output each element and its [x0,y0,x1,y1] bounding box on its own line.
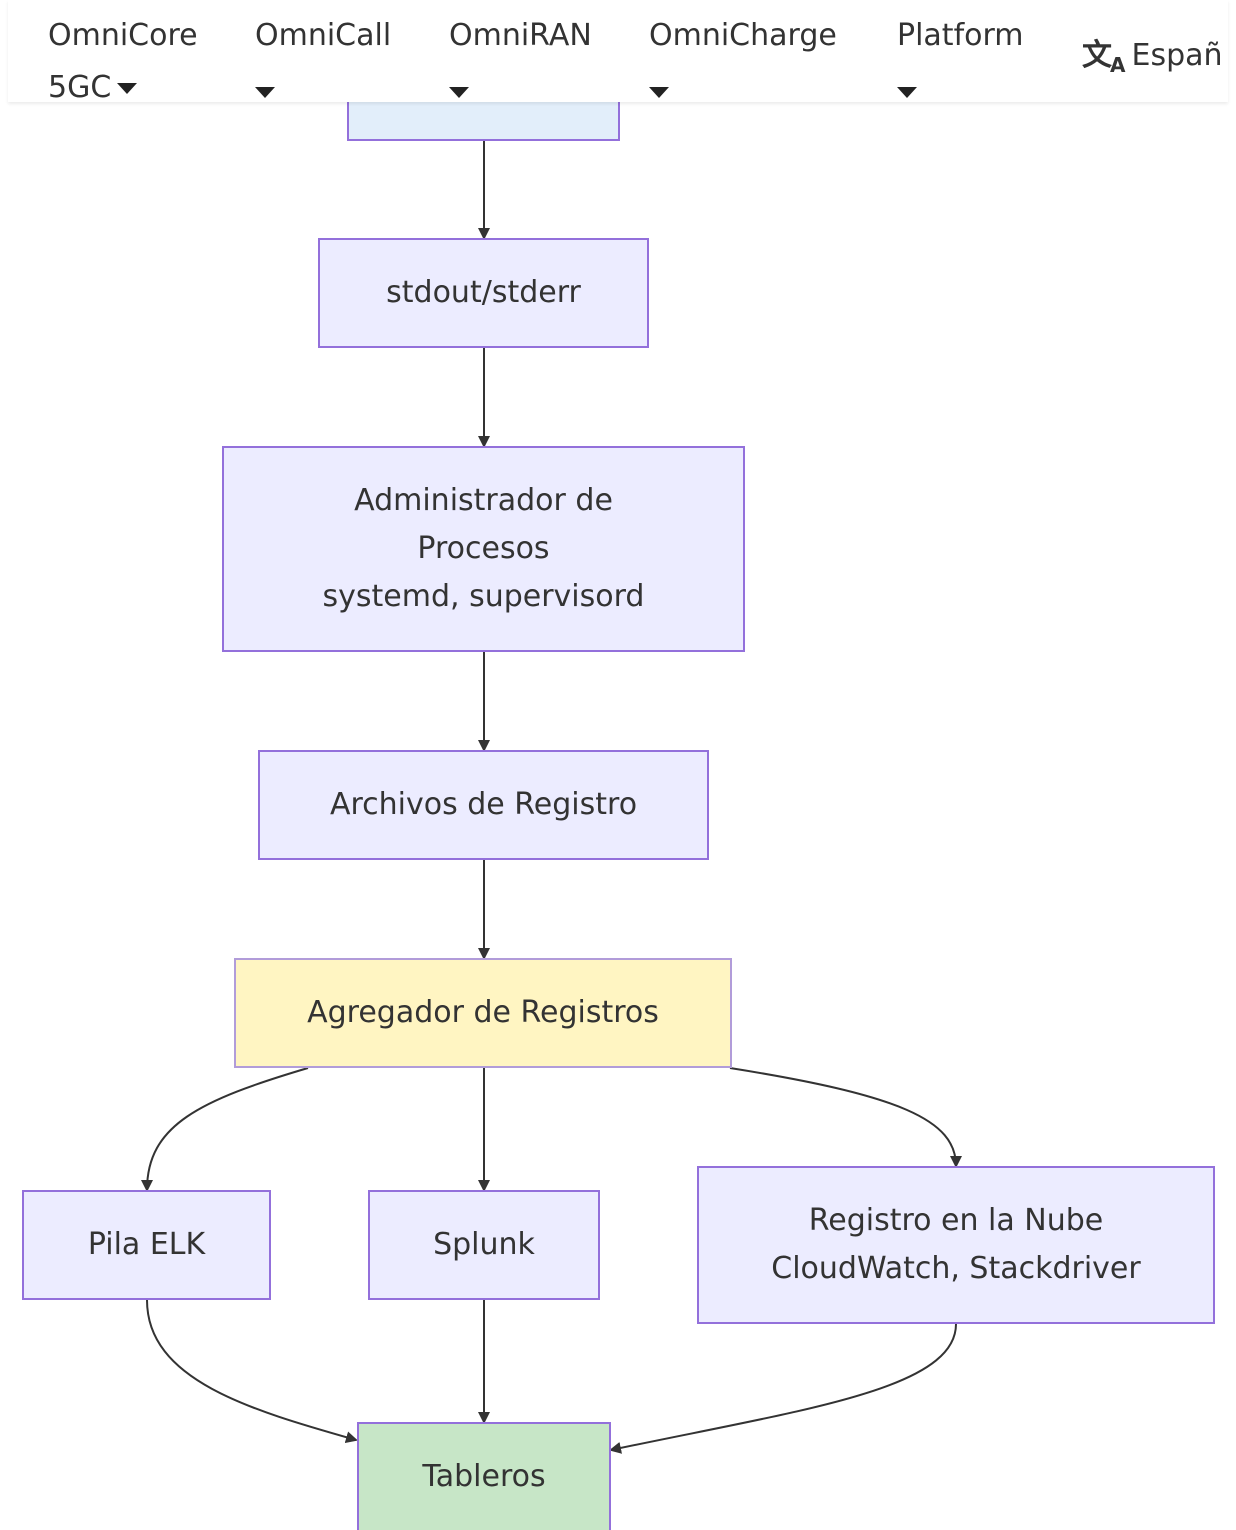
process-manager-node-label: Administrador de Procesos systemd, super… [322,483,645,614]
nav-omnicharge-label: OmniCharge [649,18,837,53]
nav-platform-label: Platform [897,18,1024,53]
splunk-node-label: Splunk [433,1227,535,1262]
edge-elk-to-dashboards [146,1299,358,1444]
chevron-down-icon [255,87,275,98]
cloud-logging-node-label: Registro en la Nube CloudWatch, Stackdri… [771,1203,1141,1286]
nav-platform[interactable]: Platform [897,10,1024,114]
splunk-node: Splunk [368,1190,600,1300]
log-files-node: Archivos de Registro [258,750,709,860]
dashboards-node: Tableros [357,1422,611,1530]
language-label: Españ [1131,38,1223,73]
log-files-node-label: Archivos de Registro [329,787,638,822]
elk-node: Pila ELK [22,1190,271,1300]
chevron-down-icon [649,87,669,98]
top-navigation: OmniCore 5GC OmniCall OmniRAN OmniCharge… [8,0,1228,105]
nav-omnicore-label-2: 5GC [48,70,112,105]
aggregator-node: Agregador de Registros [234,958,732,1068]
chevron-down-icon [897,87,917,98]
edge-aggregator-to-elk [141,1067,309,1192]
translate-icon: 文A [1082,38,1126,77]
nav-omnicore[interactable]: OmniCore 5GC [48,10,198,114]
nav-omnicall[interactable]: OmniCall [255,10,391,114]
edge-cloud-to-dashboards [609,1323,957,1454]
aggregator-node-label: Agregador de Registros [307,995,659,1030]
stdout-node: stdout/stderr [318,238,649,348]
nav-omnicharge[interactable]: OmniCharge [649,10,837,114]
stdout-node-label: stdout/stderr [386,275,581,310]
process-manager-node: Administrador de Procesos systemd, super… [222,446,745,652]
nav-omnicall-label: OmniCall [255,18,392,53]
chevron-down-icon [449,87,469,98]
edge-aggregator-to-cloud [729,1067,962,1168]
cloud-logging-node: Registro en la Nube CloudWatch, Stackdri… [697,1166,1215,1324]
dashboards-node-label: Tableros [422,1459,546,1494]
chevron-down-icon [117,83,138,94]
nav-omnicore-label: OmniCore [48,18,198,53]
elk-node-label: Pila ELK [87,1227,206,1262]
nav-omniran[interactable]: OmniRAN [449,10,592,114]
nav-omniran-label: OmniRAN [449,18,592,53]
